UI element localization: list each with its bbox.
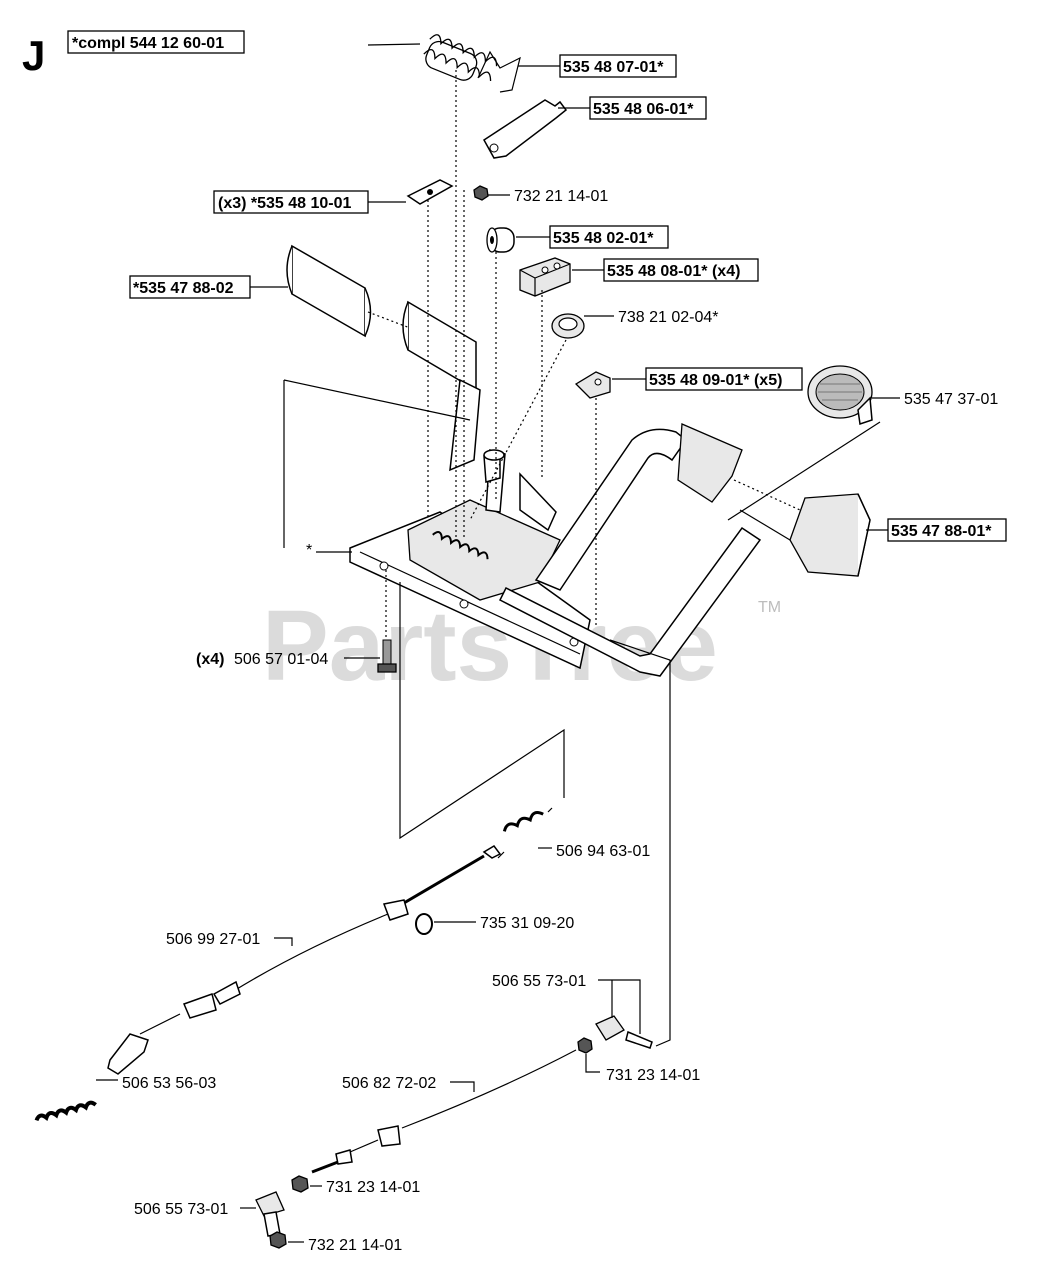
cable-clip-part — [415, 913, 433, 935]
ball-joint-right-part — [595, 1015, 653, 1049]
label-735-31-09-20: 735 31 09-20 — [480, 915, 574, 932]
label-731-23-14-01-right: 731 23 14-01 — [606, 1067, 700, 1084]
label-732-21-14-01-top: 732 21 14-01 — [514, 188, 608, 205]
label-506-57-01-04: 506 57 01-04 — [234, 651, 328, 668]
knob-part — [807, 365, 873, 425]
nut-right-part — [577, 1037, 593, 1054]
asterisk-marker: * — [306, 542, 312, 559]
label-506-94-63-01: 506 94 63-01 — [556, 843, 650, 860]
label-box-535-47-88-01 — [887, 518, 1007, 542]
compl-label-box — [67, 30, 245, 54]
nut-bottom2-part — [269, 1231, 287, 1249]
label-box-535-47-88-02 — [129, 275, 251, 299]
spring-bottom-left-part — [34, 1100, 97, 1122]
label-506-53-56-03: 506 53 56-03 — [122, 1075, 216, 1092]
clip-part — [519, 257, 571, 297]
ball-joint-bottom-part — [255, 1191, 285, 1237]
bolt-part — [377, 639, 397, 673]
bushing-part — [486, 227, 515, 253]
pedal-assembly-part — [349, 378, 762, 677]
label-box-535-48-09-01 — [645, 367, 803, 391]
label-506-99-27-01: 506 99 27-01 — [166, 931, 260, 948]
label-box-535-48-08-01 — [603, 258, 759, 282]
spring-mid-part — [497, 807, 553, 859]
cable-lower-part — [311, 1049, 577, 1174]
label-box-535-48-02-01 — [549, 225, 669, 249]
watermark-tm: TM — [758, 599, 781, 616]
nut-top-part — [473, 185, 489, 201]
label-box-535-48-07-01 — [559, 54, 677, 78]
washer-part — [551, 313, 585, 339]
pedal-right-part — [789, 493, 871, 577]
small-plate-part — [406, 179, 454, 205]
label-box-535-48-10-01 — [213, 190, 369, 214]
assembly-outline — [283, 379, 881, 1047]
label-535-48-07-01: 535 48 07-01* — [563, 59, 664, 76]
pedal-pad-front-part — [402, 300, 477, 392]
nut-bottom-part — [291, 1175, 309, 1193]
label-535-47-88-02: *535 47 88-02 — [133, 280, 234, 297]
label-506-82-72-02: 506 82 72-02 — [342, 1075, 436, 1092]
label-535-48-02-01: 535 48 02-01* — [553, 230, 654, 247]
label-box-535-48-06-01 — [589, 96, 707, 120]
spring-top-part — [367, 34, 521, 93]
label-535-47-88-01: 535 47 88-01* — [891, 523, 992, 540]
pedal-pad-rear-part — [286, 244, 372, 338]
cable-upper-part — [107, 845, 502, 1075]
compl-label: *compl 544 12 60-01 — [72, 35, 224, 52]
label-506-55-73-01-right: 506 55 73-01 — [492, 973, 586, 990]
label-738-21-02-04: 738 21 02-04* — [618, 309, 719, 326]
lever-plate-part — [483, 99, 568, 159]
label-535-48-09-01: 535 48 09-01* (x5) — [649, 372, 782, 389]
label-qty-506-57-01-04: (x4) — [196, 651, 224, 668]
dotted-guides — [367, 70, 801, 640]
label-535-48-10-01: (x3) *535 48 10-01 — [218, 195, 352, 212]
label-535-47-37-01: 535 47 37-01 — [904, 391, 998, 408]
label-506-55-73-01-bottom: 506 55 73-01 — [134, 1201, 228, 1218]
label-535-48-08-01: 535 48 08-01* (x4) — [607, 263, 740, 280]
label-535-48-06-01: 535 48 06-01* — [593, 101, 694, 118]
label-731-23-14-01-bottom: 731 23 14-01 — [326, 1179, 420, 1196]
label-732-21-14-01-bottom: 732 21 14-01 — [308, 1237, 402, 1254]
small-clip-part — [574, 371, 611, 399]
section-letter: J — [22, 32, 45, 79]
